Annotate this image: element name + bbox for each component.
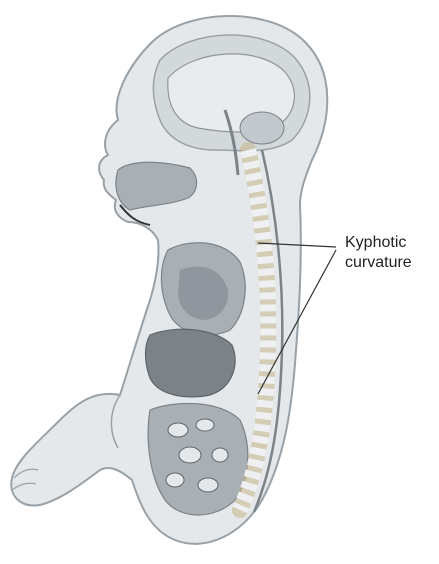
- kyphotic-curvature-label: Kyphotic curvature: [345, 233, 412, 273]
- cerebellum: [240, 112, 284, 144]
- thorax-organs: [161, 243, 245, 335]
- abdominal-organs: [146, 329, 248, 515]
- label-line-1: Kyphotic: [345, 233, 412, 253]
- label-line-2: curvature: [345, 253, 412, 273]
